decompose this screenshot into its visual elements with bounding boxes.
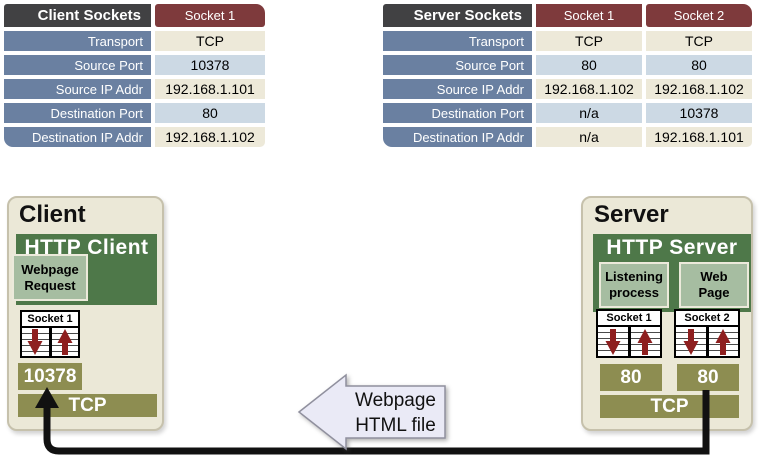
incoming-buffer (708, 327, 738, 356)
http-client-label: HTTP Client (24, 236, 149, 259)
row-label-source-port: Source Port (383, 55, 532, 75)
process-label-line: Web (700, 269, 728, 285)
server-s1-dest-port-value: n/a (536, 103, 642, 123)
process-label-line: Listening (605, 269, 663, 285)
server-port1-box: 80 (600, 364, 662, 391)
process-label-line: Request (24, 277, 76, 293)
red-down-arrow-icon (683, 328, 699, 355)
outgoing-buffer (676, 327, 709, 356)
row-label-source-ip: Source IP Addr (383, 79, 532, 99)
server-s2-source-ip-value: 192.168.1.102 (646, 79, 752, 99)
row-label-dest-port: Destination Port (4, 103, 151, 123)
client-port-box: 10378 (18, 363, 82, 390)
listening-process-box: Listening process (599, 262, 669, 308)
server-socket2-widget: Socket 2 (674, 309, 740, 358)
client-tcp-bar: TCP (18, 394, 157, 417)
server-table-title: Server Sockets (383, 4, 532, 27)
client-transport-value: TCP (155, 31, 265, 51)
outgoing-buffer (598, 327, 631, 356)
row-label-transport: Transport (383, 31, 532, 51)
socket-buffers (598, 327, 660, 356)
server-table-col-socket1: Socket 1 (536, 4, 642, 27)
server-s1-transport-value: TCP (536, 31, 642, 51)
webpage-request-process-box: Webpage Request (12, 254, 88, 301)
server-socket2-label: Socket 2 (676, 311, 738, 327)
flow-arrow-label-line2: HTML file (355, 415, 436, 436)
server-s2-transport-value: TCP (646, 31, 752, 51)
process-label-line: Page (698, 285, 730, 300)
client-dest-ip-value: 192.168.1.102 (155, 127, 265, 147)
red-down-arrow-icon (605, 328, 621, 355)
red-down-arrow-icon (27, 329, 43, 355)
row-label-transport: Transport (4, 31, 151, 51)
outgoing-buffer (22, 328, 52, 356)
flow-arrow-label-line1: Webpage (355, 390, 436, 411)
red-up-arrow-icon (715, 328, 731, 355)
row-label-source-port: Source Port (4, 55, 151, 75)
server-title: Server (594, 201, 669, 228)
incoming-buffer (51, 328, 78, 356)
server-tcp-bar: TCP (600, 395, 739, 418)
client-sockets-table: Client Sockets Socket 1 Transport TCP So… (4, 4, 265, 147)
server-s2-dest-ip-value: 192.168.1.101 (646, 127, 752, 147)
server-s1-source-port-value: 80 (536, 55, 642, 75)
incoming-buffer (630, 327, 660, 356)
row-label-dest-ip: Destination IP Addr (4, 127, 151, 147)
server-s2-dest-port-value: 10378 (646, 103, 752, 123)
socket-buffers (676, 327, 738, 356)
http-server-label: HTTP Server (606, 236, 738, 259)
row-label-dest-port: Destination Port (383, 103, 532, 123)
client-table-col-socket1: Socket 1 (155, 4, 265, 27)
socket-buffers (22, 328, 78, 356)
red-up-arrow-icon (57, 329, 73, 355)
client-socket1-label: Socket 1 (22, 312, 78, 328)
server-port2-box: 80 (677, 364, 739, 391)
server-host-box: Server HTTP Server Listening process Web… (581, 196, 753, 431)
row-label-source-ip: Source IP Addr (4, 79, 151, 99)
server-s2-source-port-value: 80 (646, 55, 752, 75)
web-page-box: Web Page (679, 262, 749, 308)
server-socket1-label: Socket 1 (598, 311, 660, 327)
client-title: Client (19, 201, 86, 228)
server-table-col-socket2: Socket 2 (646, 4, 752, 27)
client-host-box: Client HTTP Client Webpage Request Socke… (7, 196, 164, 431)
server-socket1-widget: Socket 1 (596, 309, 662, 358)
client-dest-port-value: 80 (155, 103, 265, 123)
process-label-line: Webpage (21, 261, 79, 277)
server-sockets-table: Server Sockets Socket 1 Socket 2 Transpo… (383, 4, 752, 147)
client-socket1-widget: Socket 1 (20, 310, 80, 358)
row-label-dest-ip: Destination IP Addr (383, 127, 532, 147)
client-source-port-value: 10378 (155, 55, 265, 75)
flow-arrow-label: Webpage HTML file (346, 388, 445, 438)
client-source-ip-value: 192.168.1.101 (155, 79, 265, 99)
process-label-line: process (609, 285, 659, 300)
server-s1-source-ip-value: 192.168.1.102 (536, 79, 642, 99)
red-up-arrow-icon (637, 328, 653, 355)
client-table-title: Client Sockets (4, 4, 151, 27)
server-s1-dest-ip-value: n/a (536, 127, 642, 147)
